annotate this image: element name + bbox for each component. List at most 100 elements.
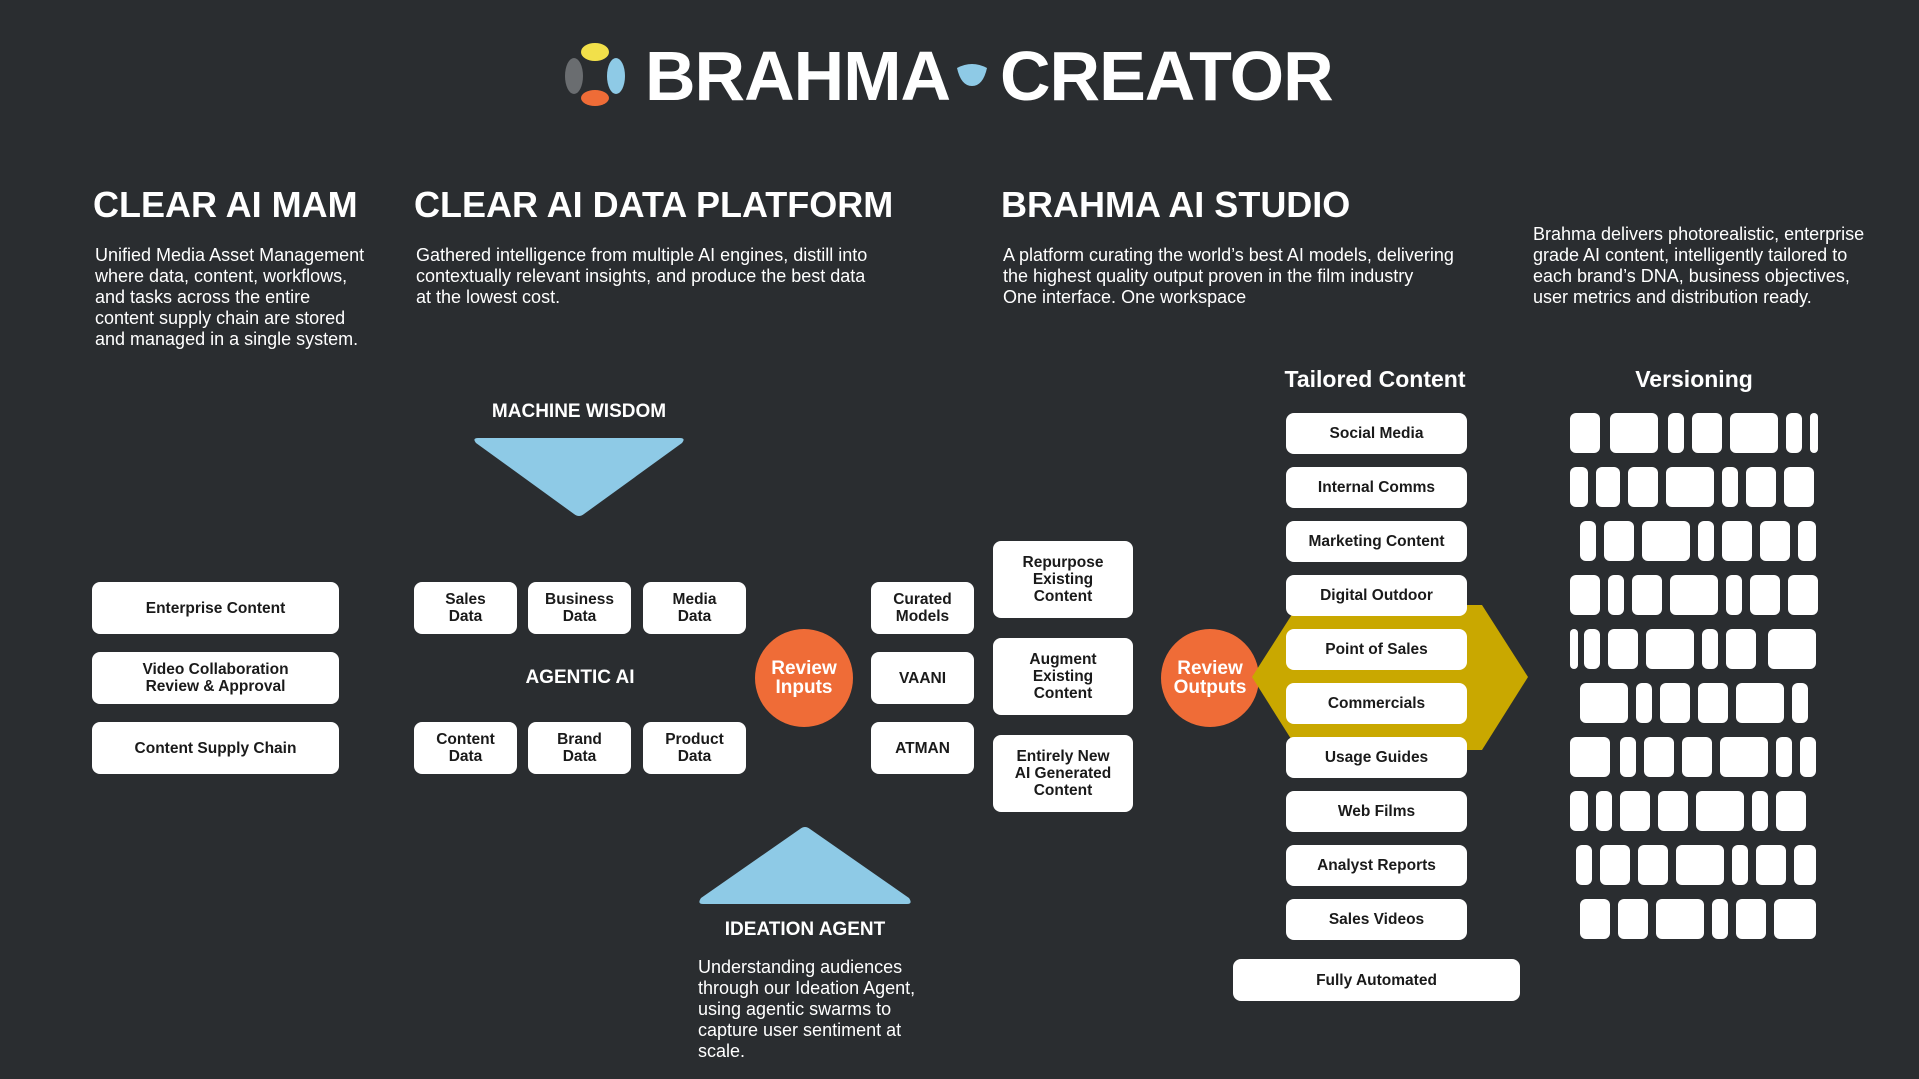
version-block bbox=[1756, 845, 1786, 885]
version-block bbox=[1726, 575, 1742, 615]
version-block bbox=[1660, 683, 1690, 723]
version-block bbox=[1736, 899, 1766, 939]
version-block bbox=[1768, 629, 1816, 669]
action-augment: Augment Existing Content bbox=[993, 638, 1133, 715]
version-block bbox=[1670, 575, 1718, 615]
version-block bbox=[1620, 737, 1636, 777]
agentic-content-data: Content Data bbox=[414, 722, 517, 774]
data-platform-title: CLEAR AI DATA PLATFORM bbox=[414, 184, 894, 225]
versioning-grid bbox=[1570, 413, 1820, 943]
brahma-description: Brahma delivers photorealistic, enterpri… bbox=[1533, 224, 1865, 307]
version-block bbox=[1750, 575, 1780, 615]
agentic-media-data: Media Data bbox=[643, 582, 746, 634]
version-block bbox=[1600, 845, 1630, 885]
version-block bbox=[1570, 791, 1588, 831]
agentic-sales-data: Sales Data bbox=[414, 582, 517, 634]
version-block bbox=[1784, 467, 1814, 507]
agentic-business-data: Business Data bbox=[528, 582, 631, 634]
version-block bbox=[1798, 521, 1816, 561]
tailored-item-sales-videos: Sales Videos bbox=[1286, 899, 1467, 940]
review-inputs-circle: Review Inputs bbox=[755, 629, 853, 727]
version-block bbox=[1732, 845, 1748, 885]
mam-item-enterprise-content: Enterprise Content bbox=[92, 582, 339, 634]
tailored-item-web-films: Web Films bbox=[1286, 791, 1467, 832]
version-block bbox=[1702, 629, 1718, 669]
mam-item-content-supply-chain: Content Supply Chain bbox=[92, 722, 339, 774]
version-block bbox=[1656, 899, 1704, 939]
version-block bbox=[1570, 467, 1588, 507]
action-entirely-new: Entirely New AI Generated Content bbox=[993, 735, 1133, 812]
tailored-item-point-of-sales: Point of Sales bbox=[1286, 629, 1467, 670]
version-block bbox=[1786, 413, 1802, 453]
review-outputs-circle: Review Outputs bbox=[1161, 629, 1259, 727]
tailored-item-digital-outdoor: Digital Outdoor bbox=[1286, 575, 1467, 616]
mam-description: Unified Media Asset Management where dat… bbox=[95, 245, 365, 349]
action-repurpose: Repurpose Existing Content bbox=[993, 541, 1133, 618]
studio-description: A platform curating the world’s best AI … bbox=[1003, 245, 1454, 307]
version-block bbox=[1642, 521, 1690, 561]
logo-mark-icon bbox=[565, 43, 625, 106]
logo-word-creator: CREATOR bbox=[1000, 37, 1334, 115]
version-block bbox=[1752, 791, 1768, 831]
version-block bbox=[1712, 899, 1728, 939]
data-platform-description: Gathered intelligence from multiple AI e… bbox=[416, 245, 868, 307]
tailored-item-social-media: Social Media bbox=[1286, 413, 1467, 454]
version-block bbox=[1666, 467, 1714, 507]
version-block bbox=[1636, 683, 1652, 723]
tailored-item-marketing-content: Marketing Content bbox=[1286, 521, 1467, 562]
version-block bbox=[1810, 413, 1818, 453]
version-block bbox=[1736, 683, 1784, 723]
tailored-item-analyst-reports: Analyst Reports bbox=[1286, 845, 1467, 886]
version-block bbox=[1620, 791, 1650, 831]
version-block bbox=[1610, 413, 1658, 453]
agentic-brand-data: Brand Data bbox=[528, 722, 631, 774]
tailored-item-commercials: Commercials bbox=[1286, 683, 1467, 724]
fully-automated-bar: Fully Automated bbox=[1233, 959, 1520, 1001]
logo-separator-icon bbox=[957, 64, 987, 86]
model-vaani: VAANI bbox=[871, 652, 974, 704]
model-atman: ATMAN bbox=[871, 722, 974, 774]
version-block bbox=[1722, 467, 1738, 507]
version-block bbox=[1726, 629, 1756, 669]
version-block bbox=[1646, 629, 1694, 669]
version-block bbox=[1682, 737, 1712, 777]
version-block bbox=[1644, 737, 1674, 777]
version-block bbox=[1698, 521, 1714, 561]
machine-wisdom-label: MACHINE WISDOM bbox=[491, 401, 667, 422]
version-block bbox=[1576, 845, 1592, 885]
version-block bbox=[1774, 899, 1816, 939]
agentic-ai-label: AGENTIC AI bbox=[525, 667, 635, 688]
version-block bbox=[1628, 467, 1658, 507]
version-block bbox=[1746, 467, 1776, 507]
tailored-content-title: Tailored Content bbox=[1284, 366, 1466, 392]
brand-logo: BRAHMA CREATOR bbox=[563, 40, 1363, 112]
version-block bbox=[1794, 845, 1816, 885]
version-block bbox=[1596, 791, 1612, 831]
version-block bbox=[1776, 791, 1806, 831]
version-block bbox=[1596, 467, 1620, 507]
version-block bbox=[1776, 737, 1792, 777]
version-block bbox=[1730, 413, 1778, 453]
studio-title: BRAHMA AI STUDIO bbox=[1001, 184, 1351, 225]
version-block bbox=[1722, 521, 1752, 561]
tailored-item-internal-comms: Internal Comms bbox=[1286, 467, 1467, 508]
version-block bbox=[1608, 629, 1638, 669]
version-block bbox=[1720, 737, 1768, 777]
logo-word-brahma: BRAHMA bbox=[645, 37, 951, 115]
version-block bbox=[1698, 683, 1728, 723]
tailored-item-usage-guides: Usage Guides bbox=[1286, 737, 1467, 778]
version-block bbox=[1696, 791, 1744, 831]
agentic-product-data: Product Data bbox=[643, 722, 746, 774]
version-block bbox=[1800, 737, 1816, 777]
version-block bbox=[1788, 575, 1818, 615]
version-block bbox=[1618, 899, 1648, 939]
version-block bbox=[1638, 845, 1668, 885]
version-block bbox=[1676, 845, 1724, 885]
machine-wisdom-triangle bbox=[474, 438, 684, 516]
version-block bbox=[1580, 521, 1596, 561]
version-block bbox=[1570, 413, 1600, 453]
version-block bbox=[1608, 575, 1624, 615]
version-block bbox=[1692, 413, 1722, 453]
ideation-agent-description: Understanding audiences through our Idea… bbox=[698, 957, 916, 1061]
mam-item-video-collaboration: Video Collaboration Review & Approval bbox=[92, 652, 339, 704]
